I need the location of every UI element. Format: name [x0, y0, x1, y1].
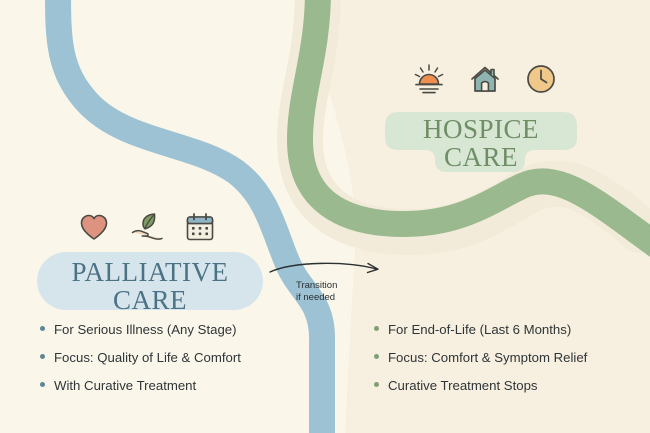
transition-label: Transition if needed	[296, 280, 337, 304]
hospice-pill-shape	[385, 112, 577, 172]
bullet-dot-icon	[40, 326, 45, 331]
list-item: Focus: Quality of Life & Comfort	[40, 350, 241, 365]
palliative-title: PALLIATIVE CARE	[36, 251, 264, 314]
transition-label-line1: Transition	[296, 280, 338, 291]
sunset-icon	[412, 62, 446, 101]
hospice-title-line1: HOSPICE	[422, 114, 540, 144]
bullet-dot-icon	[40, 354, 45, 359]
hospice-title-line2: CARE	[443, 141, 518, 172]
list-item-label: For Serious Illness (Any Stage)	[54, 322, 237, 337]
hospice-title: HOSPICE CARE	[383, 110, 579, 171]
list-item-label: With Curative Treatment	[54, 378, 197, 393]
list-item: With Curative Treatment	[40, 378, 241, 393]
blue-ribbon	[45, 0, 335, 433]
heart-icon	[78, 211, 110, 248]
bullet-dot-icon	[374, 354, 379, 359]
list-item: Curative Treatment Stops	[374, 378, 587, 393]
palliative-icon-row	[78, 211, 216, 248]
list-item-label: Focus: Comfort & Symptom Relief	[388, 350, 588, 365]
green-ribbon	[286, 0, 650, 257]
palliative-title-line1: PALLIATIVE	[71, 257, 229, 287]
calendar-icon	[184, 211, 216, 248]
palliative-pill-shape	[37, 252, 263, 310]
list-item-label: Focus: Quality of Life & Comfort	[54, 350, 241, 365]
transition-arrow-icon	[269, 262, 379, 274]
clock-icon	[524, 62, 558, 101]
bullet-dot-icon	[374, 382, 379, 387]
hospice-bullet-list: For End-of-Life (Last 6 Months) Focus: C…	[374, 322, 587, 406]
house-icon	[468, 62, 502, 101]
bullet-dot-icon	[40, 382, 45, 387]
palliative-title-pill: PALLIATIVE CARE	[36, 251, 264, 314]
hospice-icon-row	[412, 62, 558, 101]
hand-leaf-icon	[130, 211, 164, 248]
bullet-dot-icon	[374, 326, 379, 331]
hospice-title-pill: HOSPICE CARE	[383, 110, 579, 176]
transition-label-line2: if needed	[296, 291, 336, 303]
list-item-label: Curative Treatment Stops	[388, 378, 538, 393]
list-item: For Serious Illness (Any Stage)	[40, 322, 241, 337]
list-item: Focus: Comfort & Symptom Relief	[374, 350, 587, 365]
palliative-title-line2: CARE	[112, 284, 187, 315]
palliative-bullet-list: For Serious Illness (Any Stage) Focus: Q…	[40, 322, 241, 406]
list-item: For End-of-Life (Last 6 Months)	[374, 322, 587, 337]
list-item-label: For End-of-Life (Last 6 Months)	[388, 322, 572, 337]
